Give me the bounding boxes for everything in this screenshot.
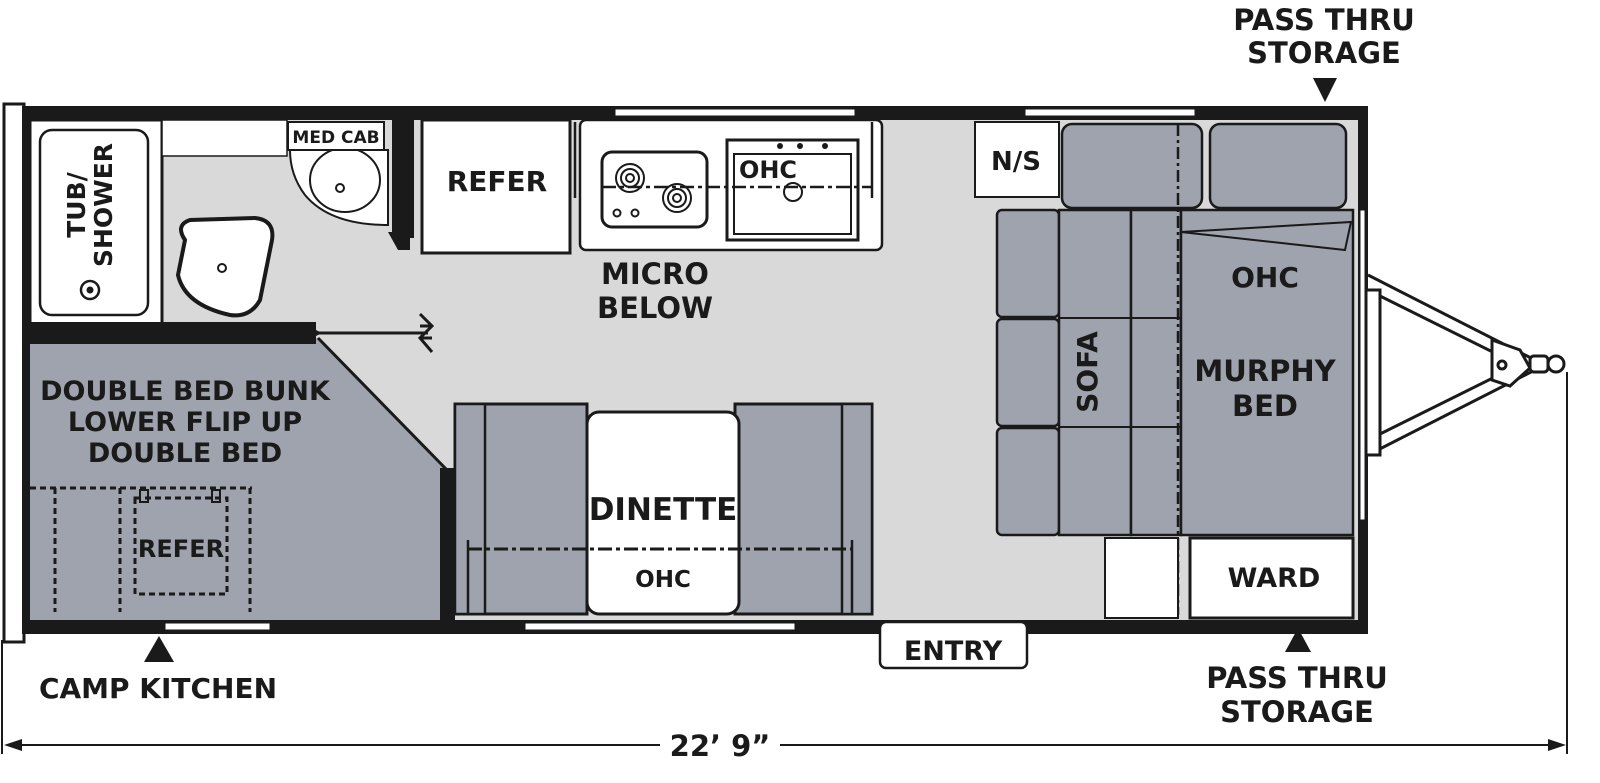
bath-partition-corner — [388, 232, 410, 250]
rear-wall — [22, 106, 30, 634]
ohc-bed-label: OHC — [1231, 261, 1299, 294]
arrow-up-icon — [144, 636, 174, 662]
pass-thru-bottom-label-1: PASS THRU — [1206, 661, 1388, 695]
nightstand-label: N/S — [991, 147, 1041, 177]
pass-thru-bottom-label-2: STORAGE — [1220, 695, 1374, 729]
bath-shelf — [161, 119, 288, 157]
sofa — [995, 208, 1183, 537]
med-cab-label: MED CAB — [292, 128, 379, 148]
window — [1359, 209, 1366, 521]
sink-drain — [783, 182, 803, 202]
camp-kitchen-label: CAMP KITCHEN — [39, 672, 277, 705]
cabinet-handle — [139, 489, 149, 503]
ohc-kitchen-label: OHC — [739, 156, 797, 184]
dimension-arrow-right — [1548, 739, 1566, 751]
dinette-bench-right-back — [840, 402, 874, 616]
window — [1024, 108, 1196, 117]
window — [614, 108, 856, 117]
arrow-down-icon — [1313, 78, 1337, 102]
stove-burner-icon — [612, 163, 692, 218]
rear-bumper — [2, 102, 26, 644]
pillow — [1060, 122, 1204, 210]
refer-bunk-label: REFER — [138, 535, 224, 563]
bath-partition — [392, 120, 414, 238]
drain-icon-center — [86, 286, 94, 294]
dinette-bench-left-back — [453, 402, 487, 616]
tub-basin — [38, 128, 150, 317]
micro-below-label-1: MICRO — [601, 257, 709, 291]
entry-label: ENTRY — [904, 636, 1003, 667]
tub-shower-label-1: TUB/ — [62, 171, 91, 237]
sink-bowl — [309, 147, 381, 213]
ohc-dinette-label: OHC — [635, 567, 691, 593]
murphy-bed-fold — [1180, 220, 1353, 252]
refer-label: REFER — [447, 165, 548, 198]
bath-bottom-wall-tip — [300, 322, 322, 344]
bunk-side-wall — [440, 468, 455, 624]
drain-icon — [79, 279, 101, 301]
murphy-bed — [1179, 208, 1355, 537]
dinette-table — [585, 410, 741, 616]
arrow-up-icon — [1285, 628, 1311, 652]
murphy-bed-label-1: MURPHY — [1194, 354, 1336, 388]
bunk-room — [26, 338, 452, 625]
tub-shower-label-2: SHOWER — [89, 143, 118, 267]
bunk-label-1: DOUBLE BED BUNK — [40, 376, 331, 407]
stove — [600, 150, 709, 229]
cabinet-handle — [211, 489, 221, 503]
window — [524, 622, 796, 631]
pass-thru-top-label-1: PASS THRU — [1233, 3, 1415, 37]
sink-drain — [335, 183, 345, 193]
med-cab — [287, 121, 385, 151]
pillow — [1208, 122, 1348, 210]
dimension-arrow-left — [4, 739, 22, 751]
faucet-knob — [777, 143, 783, 149]
sofa-label: SOFA — [1071, 331, 1104, 413]
dinette-label: DINETTE — [589, 492, 738, 528]
faucet-knob — [822, 143, 828, 149]
window — [164, 622, 271, 631]
bath-bottom-wall — [26, 322, 316, 344]
murphy-bed-label-2: BED — [1232, 389, 1298, 423]
length-label: 22’ 9” — [670, 729, 771, 763]
door-swing — [417, 312, 435, 353]
kitchen-sink-basin — [733, 153, 852, 235]
ward — [1188, 536, 1355, 620]
refer — [420, 118, 572, 255]
pass-thru-top-label-2: STORAGE — [1247, 36, 1401, 70]
micro-below-label-2: BELOW — [597, 291, 713, 325]
nightstand — [974, 121, 1060, 198]
bunk-label-3: DOUBLE BED — [88, 438, 282, 469]
toilet-drain — [217, 263, 227, 273]
bunk-label-2: LOWER FLIP UP — [68, 407, 302, 438]
ward-side-cabinet — [1104, 537, 1179, 619]
bunk-diagonal-wall — [316, 336, 449, 472]
faucet-knob — [797, 143, 803, 149]
entry-door — [878, 620, 1029, 670]
camp-kitchen-cabinet — [30, 486, 252, 612]
ward-label: WARD — [1228, 563, 1321, 594]
hitch-icon — [1364, 273, 1566, 457]
